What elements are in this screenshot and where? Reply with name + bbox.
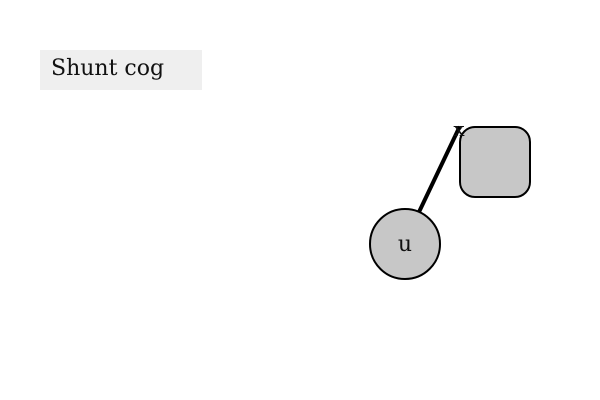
player-cog-circle[interactable] xyxy=(369,208,441,280)
title-label: Shunt cog xyxy=(40,50,202,90)
player-cog-label: u xyxy=(398,232,412,257)
shunt-link-line xyxy=(417,126,461,214)
target-block[interactable] xyxy=(459,126,531,198)
aim-marker-label: x xyxy=(453,117,465,141)
